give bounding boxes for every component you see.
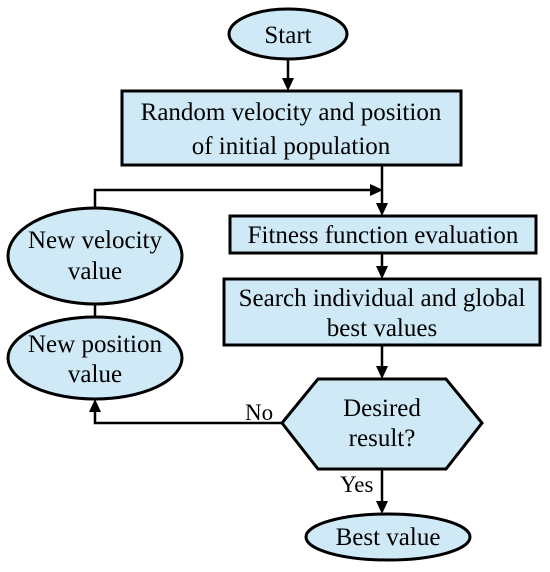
node-init: Random velocity and position of initial …	[120, 89, 463, 167]
edge-label-no: No	[245, 400, 273, 425]
velocity-label-line1: New velocity	[28, 227, 162, 254]
position-label-line1: New position	[28, 331, 163, 358]
best-label: Best value	[336, 524, 441, 551]
arrow-start-to-init	[282, 78, 294, 91]
init-label-line2: of initial population	[192, 133, 391, 160]
node-start: Start	[227, 7, 349, 61]
node-decision: Desired result?	[280, 377, 484, 471]
arrow-fitness-to-search	[376, 266, 388, 279]
position-terminal-shape	[6, 315, 184, 401]
init-label-line1: Random velocity and position	[141, 99, 442, 126]
node-position: New position value	[6, 315, 184, 401]
edge-label-yes: Yes	[340, 472, 374, 497]
search-label-line2: best values	[327, 315, 437, 342]
decision-hexagon-shape	[280, 377, 484, 471]
node-fitness: Fitness function evaluation	[228, 214, 538, 255]
best-terminal-shape	[304, 512, 472, 562]
node-best: Best value	[304, 512, 472, 562]
fitness-label: Fitness function evaluation	[248, 222, 519, 249]
decision-label-line2: result?	[349, 425, 416, 452]
decision-label-line1: Desired	[343, 395, 421, 422]
velocity-label-line2: value	[68, 258, 122, 285]
edge-velocity-to-join	[93, 188, 371, 207]
edge-decision-to-position	[93, 411, 282, 425]
start-label: Start	[264, 22, 311, 49]
arrow-velocity-to-join	[370, 184, 383, 196]
init-process-shape	[120, 89, 463, 167]
arrow-decision-to-best	[376, 501, 388, 514]
start-terminal-shape	[227, 7, 349, 61]
search-process-shape	[222, 277, 542, 347]
node-velocity: New velocity value	[6, 206, 184, 306]
position-label-line2: value	[68, 361, 122, 388]
velocity-terminal-shape	[6, 206, 184, 306]
search-label-line1: Search individual and global	[239, 285, 526, 312]
arrow-search-to-decision	[376, 366, 388, 379]
fitness-process-shape	[228, 214, 538, 255]
arrow-decision-to-position	[89, 399, 101, 412]
arrow-init-to-fitness	[376, 203, 388, 216]
node-search: Search individual and global best values	[222, 277, 542, 347]
